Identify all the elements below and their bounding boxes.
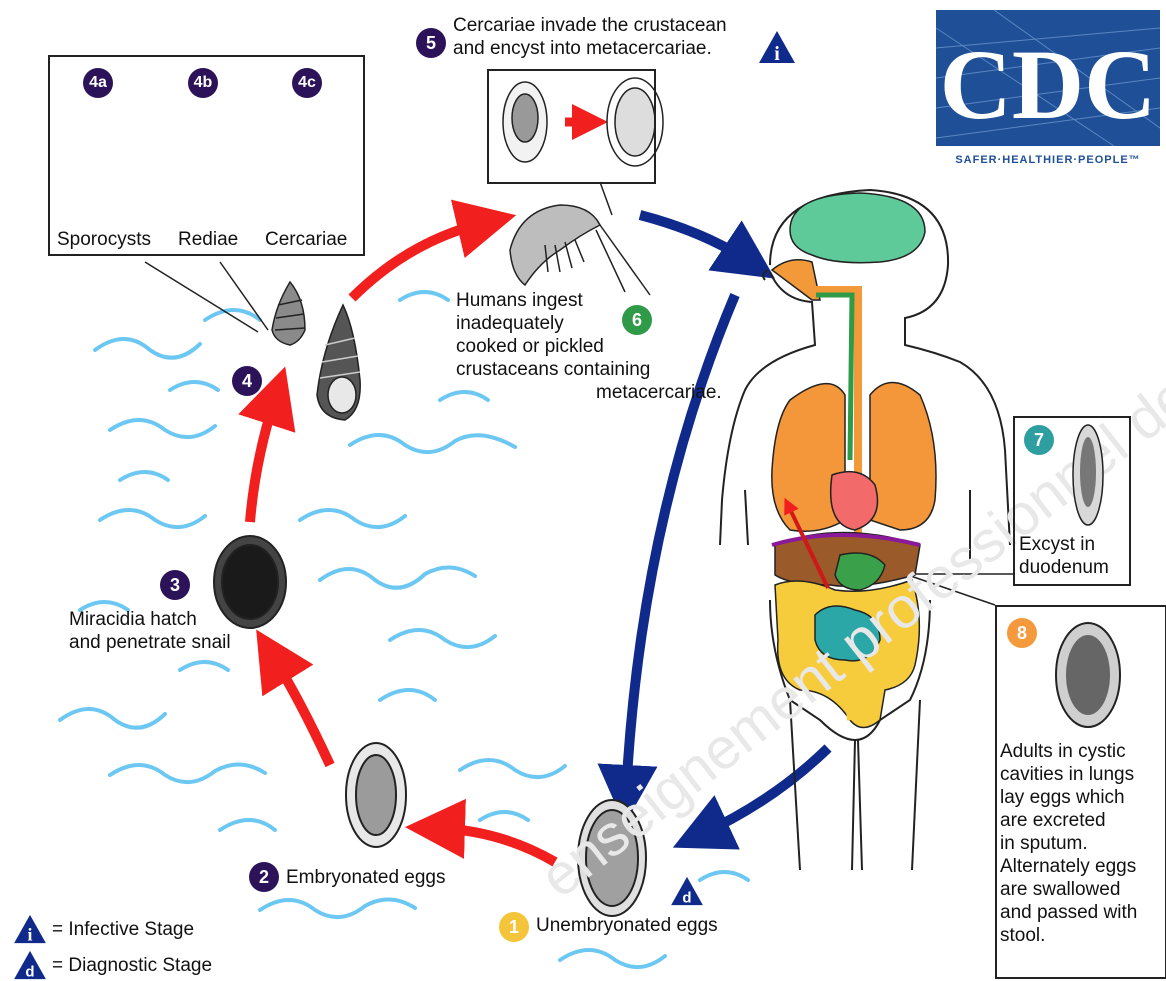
infective-legend-icon: i <box>12 914 48 944</box>
stage-6-line: cooked or pickled <box>456 335 722 358</box>
cdc-tagline: SAFER·HEALTHIER·PEOPLE™ <box>955 154 1140 166</box>
metacercariae-box <box>487 69 656 184</box>
stage-8-line: and passed with <box>1000 901 1137 924</box>
stage-8-line: are swallowed <box>1000 878 1137 901</box>
adult-fluke-illustration <box>1048 616 1128 734</box>
diagnostic-legend-icon: d <box>12 950 48 980</box>
stage-8-line: stool. <box>1000 924 1137 947</box>
stage-5-line1: Cercariae invade the crustacean <box>453 14 727 37</box>
stage-6-line: inadequately <box>456 312 722 335</box>
diagnostic-legend-label: = Diagnostic Stage <box>52 954 212 977</box>
stage-2-label: Embryonated eggs <box>286 866 446 889</box>
stage-5-label: Cercariae invade the crustacean and ency… <box>453 14 727 60</box>
snail-illustrations <box>272 282 360 420</box>
excysted-fluke-illustration <box>1068 420 1108 530</box>
stage-1-label: Unembryonated eggs <box>536 914 718 937</box>
stage-3-badge: 3 <box>160 570 190 600</box>
stage-5-badge: 5 <box>416 28 446 58</box>
legend-infective: i = Infective Stage <box>12 914 212 944</box>
stage-8-line: lay eggs which <box>1000 786 1137 809</box>
crustacean-illustration <box>510 205 650 295</box>
stage-3-line2: and penetrate snail <box>69 631 231 654</box>
cercariae-label: Cercariae <box>265 228 347 251</box>
cdc-logo-letters: CDC <box>940 29 1157 140</box>
stage-4b-badge: 4b <box>188 68 218 98</box>
stage-8-line: Alternately eggs <box>1000 855 1137 878</box>
stage-4-badge: 4 <box>232 366 262 396</box>
stage-8-label: Adults in cystic cavities in lungs lay e… <box>1000 740 1137 947</box>
stage-8-line: Adults in cystic <box>1000 740 1137 763</box>
infective-legend-label: = Infective Stage <box>52 918 194 941</box>
infective-stage-icon: i <box>758 30 796 64</box>
stage-7-line2: duodenum <box>1019 556 1109 579</box>
diagnostic-stage-icon: d <box>670 876 704 906</box>
svg-text:i: i <box>28 924 33 944</box>
stage-6-line: metacercariae. <box>456 381 722 404</box>
stage-7-label: Excyst in duodenum <box>1019 533 1109 579</box>
stage-1-badge: 1 <box>499 912 529 942</box>
stage-6-line: Humans ingest <box>456 289 722 312</box>
sporocysts-label: Sporocysts <box>57 228 151 251</box>
stage-4c-badge: 4c <box>292 68 322 98</box>
stage-8-badge: 8 <box>1007 618 1037 648</box>
legend: i = Infective Stage d = Diagnostic Stage <box>12 914 212 980</box>
stage-8-line: cavities in lungs <box>1000 763 1137 786</box>
stage-6-label: Humans ingest inadequately cooked or pic… <box>456 289 722 404</box>
svg-text:d: d <box>682 889 691 906</box>
stage-4a-badge: 4a <box>83 68 113 98</box>
stage-5-line2: and encyst into metacercariae. <box>453 37 727 60</box>
stage-8-line: are excreted <box>1000 809 1137 832</box>
svg-text:i: i <box>774 43 780 64</box>
stage-3-line1: Miracidia hatch <box>69 608 231 631</box>
stage-2-badge: 2 <box>249 862 279 892</box>
rediae-label: Rediae <box>178 228 238 251</box>
legend-diagnostic: d = Diagnostic Stage <box>12 950 212 980</box>
svg-text:d: d <box>25 963 34 980</box>
stage-8-line: in sputum. <box>1000 832 1137 855</box>
stage-3-label: Miracidia hatch and penetrate snail <box>69 608 231 654</box>
stage-7-badge: 7 <box>1024 425 1054 455</box>
stage-7-line1: Excyst in <box>1019 533 1109 556</box>
cdc-logo: CDC SAFER·HEALTHIER·PEOPLE™ <box>934 8 1162 168</box>
stage-6-line: crustaceans containing <box>456 358 722 381</box>
